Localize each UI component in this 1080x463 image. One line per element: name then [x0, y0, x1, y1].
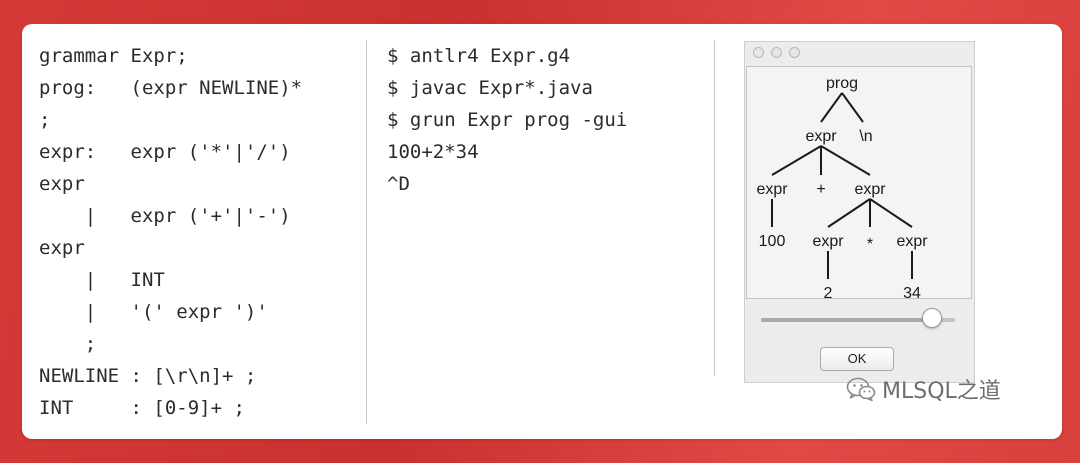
grammar-line: grammar Expr; [39, 45, 188, 67]
grammar-line: | expr ('+'|'-') [39, 205, 291, 227]
grammar-line: prog: (expr NEWLINE)* [39, 77, 303, 99]
minimize-window-button[interactable] [771, 47, 782, 58]
wechat-icon [846, 377, 876, 402]
zoom-slider-track[interactable] [761, 318, 955, 322]
tree-node-newline: \n [859, 128, 872, 145]
grammar-line: expr [39, 237, 85, 259]
parse-tree-canvas: prog expr \n expr + expr 100 expr * expr… [746, 66, 972, 299]
tree-node-2: 2 [824, 285, 833, 298]
shell-line: $ grun Expr prog -gui [387, 109, 628, 131]
tree-node-expr: expr [805, 128, 837, 145]
parse-tree: prog expr \n expr + expr 100 expr * expr… [756, 75, 928, 298]
grammar-line: ; [39, 109, 51, 131]
zoom-slider-fill [761, 318, 932, 322]
grammar-line: expr: expr ('*'|'/') [39, 141, 291, 163]
tree-node-34: 34 [903, 285, 921, 298]
zoom-slider-thumb[interactable] [921, 308, 942, 328]
shell-line: $ javac Expr*.java [387, 77, 593, 99]
watermark: MLSQL之道 [846, 374, 1001, 404]
tree-node-times: * [867, 236, 873, 253]
ok-button[interactable]: OK [820, 347, 894, 371]
grammar-line: INT : [0-9]+ ; [39, 397, 245, 419]
tree-node-expr: expr [896, 233, 928, 250]
tree-node-expr: expr [756, 181, 788, 198]
shell-line: $ antlr4 Expr.g4 [387, 45, 571, 67]
shell-line: 100+2*34 [387, 141, 479, 163]
window-titlebar [745, 42, 974, 64]
zoom-window-button[interactable] [789, 47, 800, 58]
tree-node-plus: + [816, 181, 825, 198]
parse-tree-window: prog expr \n expr + expr 100 expr * expr… [744, 41, 975, 383]
shell-commands: $ antlr4 Expr.g4 $ javac Expr*.java $ grun… [387, 40, 627, 200]
close-window-button[interactable] [753, 47, 764, 58]
grammar-code: grammar Expr; prog: (expr NEWLINE)*; expr:… [39, 40, 302, 424]
tree-node-expr: expr [812, 233, 844, 250]
content-card: grammar Expr; prog: (expr NEWLINE)*; expr:… [22, 24, 1062, 439]
divider [714, 40, 715, 376]
tree-edges [771, 92, 913, 279]
shell-line: ^D [387, 173, 410, 195]
grammar-line: ; [39, 333, 97, 355]
grammar-line: | INT [39, 269, 165, 291]
grammar-line: expr [39, 173, 85, 195]
tree-node-expr: expr [854, 181, 886, 198]
grammar-line: | '(' expr ')' [39, 301, 268, 323]
divider [366, 40, 367, 424]
tree-node-100: 100 [759, 233, 786, 250]
watermark-text: MLSQL之道 [882, 379, 1001, 404]
tree-node-prog: prog [826, 75, 858, 92]
grammar-line: NEWLINE : [\r\n]+ ; [39, 365, 257, 387]
